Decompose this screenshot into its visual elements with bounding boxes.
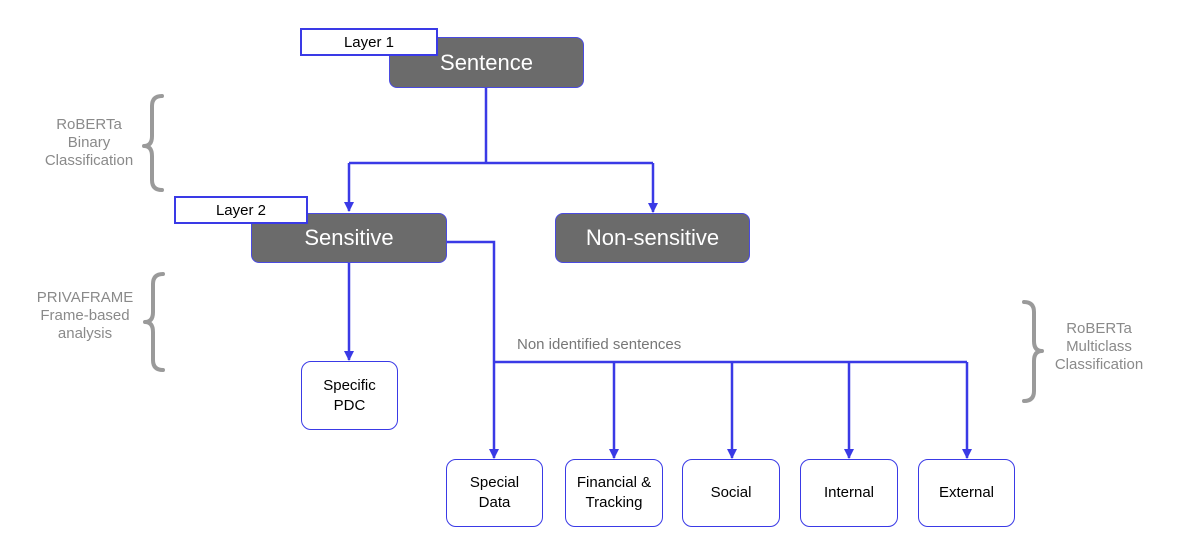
brace-multiclass [1022,300,1044,403]
brace-frame [143,272,165,372]
annotation-frame-line2: Frame-based [40,307,130,324]
annotation-multiclass-line3: Classification [1054,356,1144,373]
annotation-roberta-binary: RoBERTa Binary Classification [28,116,150,170]
layer-2-tag-label: Layer 2 [215,201,267,219]
annotation-multiclass-line1: RoBERTa [1066,320,1132,337]
annotation-frame-line3: analysis [57,325,113,342]
annotation-frame-line1: PRIVAFRAME [36,289,134,306]
node-sentence-label: Sentence [440,49,533,75]
layer-1-tag-label: Layer 1 [343,33,395,51]
node-sensitive: Sensitive [251,213,447,263]
node-special-data: Special Data [446,459,543,527]
node-social: Social [682,459,780,527]
node-special-data-line2: Data [478,494,511,511]
node-non-sensitive-label: Non-sensitive [585,225,720,250]
node-social-label: Social [710,484,752,501]
node-specific-pdc: Specific PDC [301,361,398,430]
node-special-data-line1: Special [469,474,520,491]
annotation-binary-line3: Classification [44,152,134,169]
node-financial-tracking-line1: Financial & [576,474,652,491]
node-specific-pdc-line2: PDC [333,396,366,414]
annotation-roberta-multiclass: RoBERTa Multiclass Classification [1038,320,1160,374]
node-external: External [918,459,1015,527]
layer-1-tag: Layer 1 [300,28,438,56]
connector-sensitive-right [447,240,496,362]
node-sensitive-label: Sensitive [304,225,394,250]
annotation-privaframe: PRIVAFRAME Frame-based analysis [20,289,150,343]
brace-binary [142,94,164,192]
node-external-label: External [938,484,995,501]
annotation-binary-line2: Binary [67,134,111,151]
node-internal: Internal [800,459,898,527]
label-non-identified-sentences: Non identified sentences [517,336,682,353]
annotation-multiclass-line2: Multiclass [1066,338,1132,355]
node-financial-tracking-line2: Tracking [585,494,643,511]
layer-2-tag: Layer 2 [174,196,308,224]
node-specific-pdc-line1: Specific [323,376,376,394]
annotation-binary-line1: RoBERTa [56,116,122,133]
node-internal-label: Internal [823,484,875,501]
node-non-sensitive: Non-sensitive [555,213,750,263]
node-sentence: Sentence [389,37,584,88]
node-financial-tracking: Financial & Tracking [565,459,663,527]
